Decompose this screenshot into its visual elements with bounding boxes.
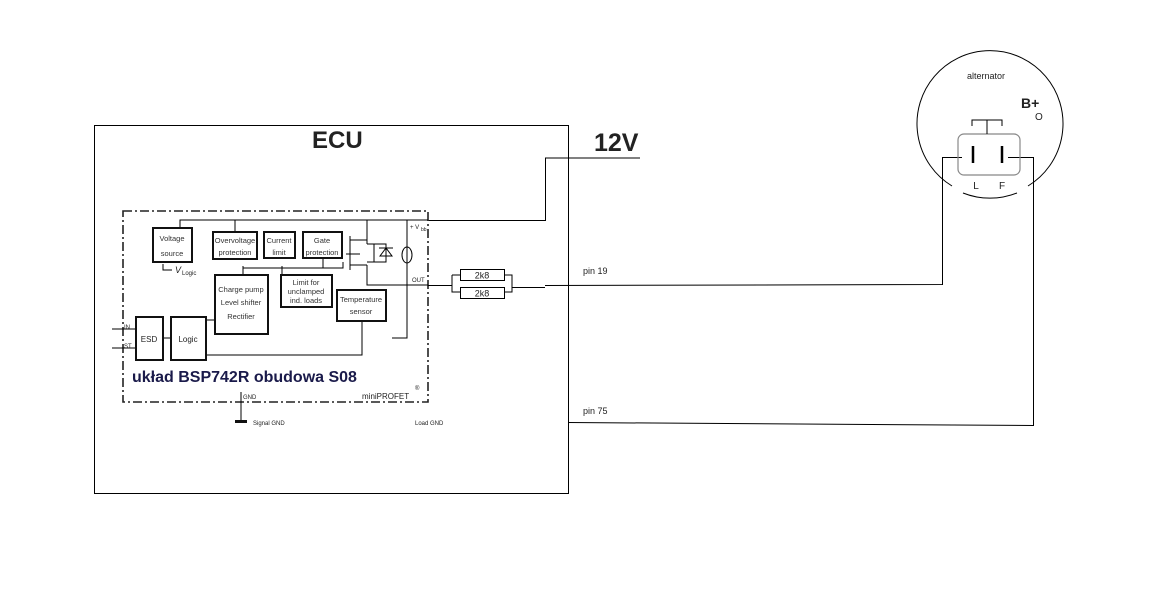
bplus-label: B+ [1021, 95, 1039, 111]
signal-gnd-symbol [235, 420, 247, 423]
chip-outline [122, 210, 429, 403]
pin-vbb-sub: bb [421, 227, 427, 233]
chip-brand: miniPROFET [362, 392, 409, 401]
supply-label: 12V [594, 129, 639, 157]
svg-text:Logic: Logic [178, 335, 197, 344]
block-gate-protection: Gate protection [302, 231, 343, 259]
registered-mark: ® [415, 385, 420, 392]
signal-gnd-label: Signal GND [253, 421, 285, 427]
svg-text:ESD: ESD [141, 335, 158, 344]
load-gnd-label: Load GND [415, 421, 444, 427]
vlogic-label: V [175, 265, 182, 275]
resistor-1: 2k8 [460, 269, 505, 281]
svg-text:Limit for: Limit for [293, 278, 320, 287]
svg-text:protection: protection [306, 248, 339, 257]
svg-text:Voltage: Voltage [159, 234, 184, 243]
alternator: alternator B+ O L F [916, 50, 1064, 199]
svg-text:Charge pump: Charge pump [218, 285, 263, 294]
svg-text:ind. loads: ind. loads [290, 296, 322, 305]
chip-internal-wiring [112, 219, 428, 420]
block-voltage-source: Voltage source [152, 227, 193, 263]
svg-text:Current: Current [266, 236, 292, 245]
block-limit-unclamped: Limit for unclamped ind. loads [280, 274, 333, 308]
svg-text:2k8: 2k8 [475, 271, 490, 281]
terminal-f-label: F [999, 181, 1005, 192]
block-charge-pump: Charge pump Level shifter Rectifier [214, 274, 269, 335]
block-temperature-sensor: Temperature sensor [336, 289, 387, 322]
svg-text:Overvoltage: Overvoltage [215, 236, 255, 245]
pin-gnd-label: GND [243, 395, 257, 401]
svg-text:Rectifier: Rectifier [227, 312, 255, 321]
alternator-title: alternator [967, 71, 1005, 81]
svg-text:Level shifter: Level shifter [221, 298, 262, 307]
pin75-label: pin 75 [583, 406, 608, 416]
pin19-wire [428, 157, 962, 293]
svg-text:Temperature: Temperature [340, 295, 382, 304]
supply-wire [428, 157, 640, 221]
ecu-title: ECU [312, 127, 363, 154]
svg-text:unclamped: unclamped [288, 287, 325, 296]
connector-plug [957, 133, 1021, 176]
pin-in-label: IN [124, 325, 130, 331]
block-esd: ESD [135, 316, 164, 361]
svg-text:protection: protection [219, 248, 252, 257]
svg-text:sensor: sensor [350, 307, 373, 316]
svg-text:2k8: 2k8 [475, 289, 490, 299]
pin19-label: pin 19 [583, 266, 608, 276]
vlogic-sub: Logic [182, 271, 196, 277]
svg-text:Gate: Gate [314, 236, 330, 245]
svg-text:source: source [161, 249, 184, 258]
block-overvoltage: Overvoltage protection [212, 231, 258, 260]
chip-caption: układ BSP742R obudowa S08 [132, 369, 357, 386]
ecu-box [94, 125, 569, 494]
pin75-wire [567, 157, 1034, 427]
pin-st-label: ST [124, 344, 132, 350]
bplus-terminal: O [1035, 112, 1043, 123]
block-current-limit: Current limit [263, 231, 296, 259]
terminal-l-label: L [973, 181, 979, 192]
pin-out-label: OUT [412, 278, 425, 284]
pin-vbb-label: + V [410, 225, 419, 231]
resistor-2: 2k8 [460, 287, 505, 299]
svg-text:limit: limit [272, 248, 286, 257]
block-logic: Logic [170, 316, 207, 361]
